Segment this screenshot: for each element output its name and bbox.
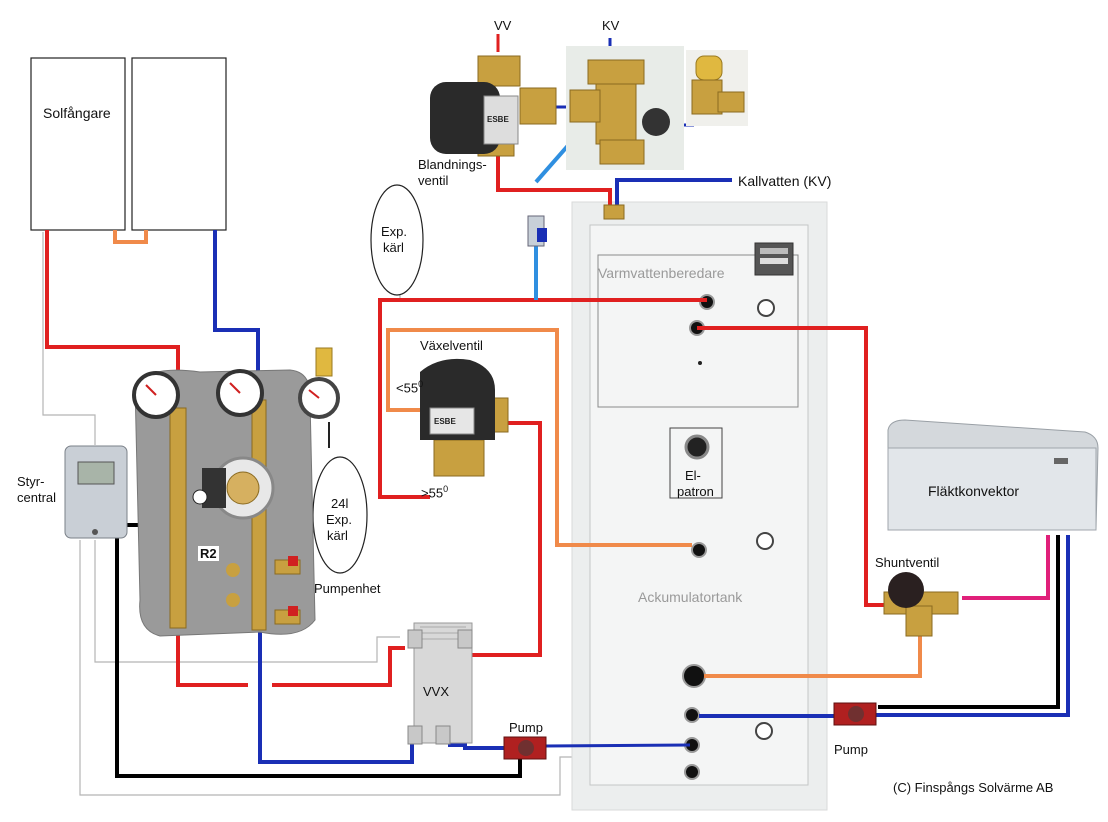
label-heat-exchanger: VVX <box>423 684 450 699</box>
diverter-valve-graphic <box>420 358 509 477</box>
pump-unit <box>134 369 316 637</box>
label-cold-water-inlet: Kallvatten (KV) <box>738 173 832 189</box>
label-lt55: <550 <box>396 377 423 395</box>
expansion-vessel-top <box>370 184 424 296</box>
cold-valve-graphic <box>566 46 684 170</box>
label-pump-unit: Pumpenhet <box>314 581 381 596</box>
label-lt55-text: <55 <box>396 380 419 396</box>
label-exp-vessel-24l-1: 24l <box>331 496 349 511</box>
heat-exchanger-graphic <box>407 622 473 745</box>
logo-esbe-mixing: ESBE <box>487 115 509 124</box>
circulation-pump-right <box>833 702 877 726</box>
label-r2: R2 <box>198 546 219 561</box>
label-exp-vessel-24l-2: Exp. <box>326 512 353 527</box>
safety-valve-graphic <box>686 50 748 126</box>
label-gt55-text: >55 <box>421 485 444 501</box>
label-exp-vessel-top-1: Exp. <box>381 224 408 239</box>
mixing-valve-graphic <box>430 55 557 157</box>
label-control-unit-1: Styr- <box>17 474 45 489</box>
label-shunt-valve: Shuntventil <box>875 555 940 570</box>
fan-convector-graphic <box>887 419 1099 531</box>
label-diverter-valve: Växelventil <box>420 338 483 353</box>
label-exp-vessel-top-2: kärl <box>383 240 404 255</box>
label-lt55-degree: 0 <box>418 379 424 389</box>
label-exp-vessel-24l-3: kärl <box>327 528 348 543</box>
label-control-unit-2: central <box>17 490 57 505</box>
label-solar-collector: Solfångare <box>43 105 111 121</box>
label-hot-water-heater: Varmvattenberedare <box>598 265 725 281</box>
label-immersion-heater-2: patron <box>677 484 714 499</box>
label-gt55-degree: 0 <box>443 484 449 494</box>
tank-top-connector <box>603 204 625 220</box>
label-immersion-heater-1: El- <box>685 468 701 483</box>
label-hot-water-vv: VV <box>494 18 512 33</box>
label-pump-right: Pump <box>834 742 868 757</box>
check-valve-graphic <box>527 215 547 247</box>
shunt-valve-graphic <box>883 572 959 637</box>
label-accumulator-tank: Ackumulatortank <box>638 589 743 605</box>
label-copyright: (C) Finspångs Solvärme AB <box>893 780 1054 795</box>
label-cold-water-kv: KV <box>602 18 620 33</box>
label-pump-left: Pump <box>509 720 543 735</box>
accumulator-tank <box>571 201 828 811</box>
label-fan-convector: Fläktkonvektor <box>928 483 1020 499</box>
control-unit <box>64 445 128 539</box>
label-gt55: >550 <box>421 482 448 500</box>
label-mixing-valve-1: Blandnings- <box>418 157 487 172</box>
circulation-pump-left <box>503 736 547 760</box>
label-mixing-valve-2: ventil <box>418 173 449 188</box>
pump-unit-gauges <box>132 347 340 419</box>
logo-esbe-diverter: ESBE <box>434 417 456 426</box>
solar-collectors <box>30 57 227 231</box>
